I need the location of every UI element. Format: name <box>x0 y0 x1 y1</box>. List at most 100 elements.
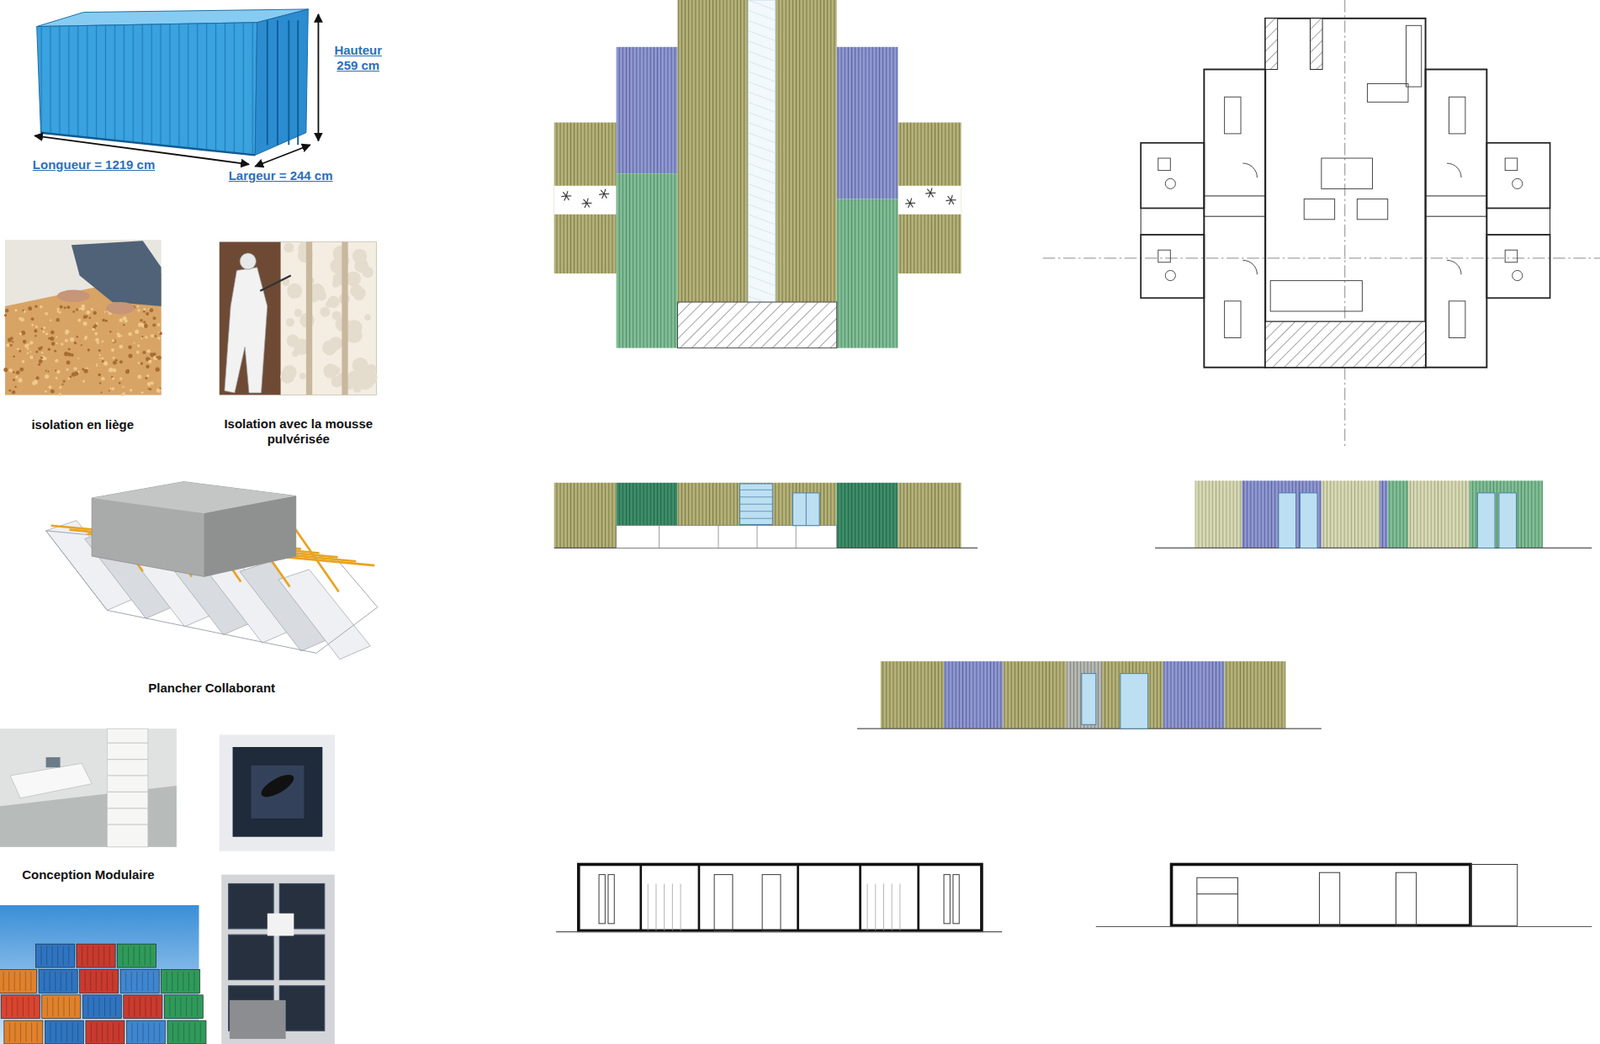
cork-grain <box>144 376 148 380</box>
cork-grain <box>143 323 149 329</box>
facade-panel <box>1163 661 1225 729</box>
container-rib <box>128 996 130 1017</box>
foam-bubble <box>332 311 342 321</box>
foam-bubble <box>364 313 371 321</box>
caption: isolation en liège <box>5 417 159 433</box>
cork-grain <box>8 368 12 372</box>
label-holder: isolation en liège <box>5 417 159 433</box>
facade-panel <box>554 482 617 549</box>
cork-grain <box>112 360 117 366</box>
glazing-bar <box>739 503 773 505</box>
cork-grain <box>119 376 122 380</box>
container-rib <box>68 946 69 966</box>
cork-grain <box>72 310 75 313</box>
cork-grain <box>51 341 56 346</box>
shower <box>1504 249 1518 263</box>
facade-panel <box>1469 480 1543 548</box>
cork-grain <box>49 319 52 322</box>
container-side <box>37 22 258 156</box>
cork-grain <box>20 317 25 323</box>
ground-line <box>556 931 1002 933</box>
shower <box>1504 158 1518 171</box>
cork-grain <box>99 357 101 360</box>
foam-bubble <box>327 296 340 308</box>
cork-grain <box>14 385 17 388</box>
container-rib <box>118 1022 120 1043</box>
cork-grain <box>61 383 64 386</box>
facade-panel <box>1224 661 1287 729</box>
shipping-container <box>120 969 159 993</box>
container-rib <box>153 1022 155 1043</box>
cork-grain <box>87 348 91 351</box>
skylight-glazing <box>747 101 776 112</box>
shelf <box>106 791 149 793</box>
cork-grain <box>55 342 58 345</box>
cork-grain <box>49 336 54 341</box>
cork-grain <box>84 335 89 340</box>
cork-grain <box>127 332 132 336</box>
skylight <box>747 0 776 302</box>
container-rib <box>185 996 187 1017</box>
cork-grain <box>17 377 22 382</box>
window <box>739 483 773 525</box>
skylight-glazing <box>747 10 776 21</box>
cork-grain <box>33 380 38 385</box>
foam-bubble <box>319 307 330 318</box>
container-doors <box>254 9 308 155</box>
glazing-bar <box>739 518 773 520</box>
cork-grain <box>11 340 14 343</box>
plant-symbol <box>566 195 572 197</box>
cork-grain <box>108 368 113 373</box>
sofa-module <box>279 985 324 1031</box>
container-rib <box>171 971 173 991</box>
label-holder: Plancher Collaborant <box>111 680 312 696</box>
window-section <box>943 874 950 924</box>
partition <box>867 884 869 932</box>
cork-grain <box>118 344 123 350</box>
container-rib <box>9 1022 11 1043</box>
cork-grain <box>154 334 158 338</box>
cork-grain <box>50 330 55 335</box>
cork-grain <box>141 335 144 338</box>
skylight-glazing <box>747 30 776 41</box>
door-bar <box>296 20 299 145</box>
container-rib <box>172 1022 174 1043</box>
spray-gun <box>259 275 291 292</box>
section-outline <box>578 863 982 931</box>
container-rib <box>46 946 48 966</box>
plant-symbol <box>951 199 957 201</box>
cork-grain <box>95 338 100 343</box>
skylight-glazing <box>747 81 776 92</box>
door <box>762 874 781 932</box>
foam-bubble <box>286 283 302 299</box>
sofa-module <box>228 934 274 980</box>
wc-symbol <box>1165 178 1176 189</box>
cork-grain <box>108 389 111 392</box>
cork-grain <box>57 310 60 313</box>
cork-grain <box>139 318 144 323</box>
container-rib <box>30 971 32 991</box>
planter <box>1310 18 1324 70</box>
plant-symbol <box>586 202 592 204</box>
cork-grain <box>158 387 161 390</box>
cork-grain <box>121 386 124 388</box>
cork-grain <box>96 363 99 366</box>
label-holder: Longueur = 1219 cm <box>32 157 176 173</box>
container-rib <box>136 971 138 991</box>
cork-grain <box>77 318 81 323</box>
cork-grain <box>4 313 7 317</box>
cork-grain <box>16 347 20 350</box>
cork-grain <box>158 331 160 334</box>
cork-grain <box>39 305 43 308</box>
sofa <box>1270 280 1362 312</box>
cork-grain <box>111 376 115 380</box>
bed <box>1448 96 1465 134</box>
cork-grain <box>58 392 63 397</box>
plant-symbol <box>566 196 569 201</box>
cork-grain <box>19 332 22 335</box>
cork-grain <box>121 334 123 337</box>
container-rib <box>133 996 135 1017</box>
cork-grain <box>119 318 123 323</box>
container-rib <box>27 996 29 1017</box>
shipping-container <box>126 1020 165 1044</box>
